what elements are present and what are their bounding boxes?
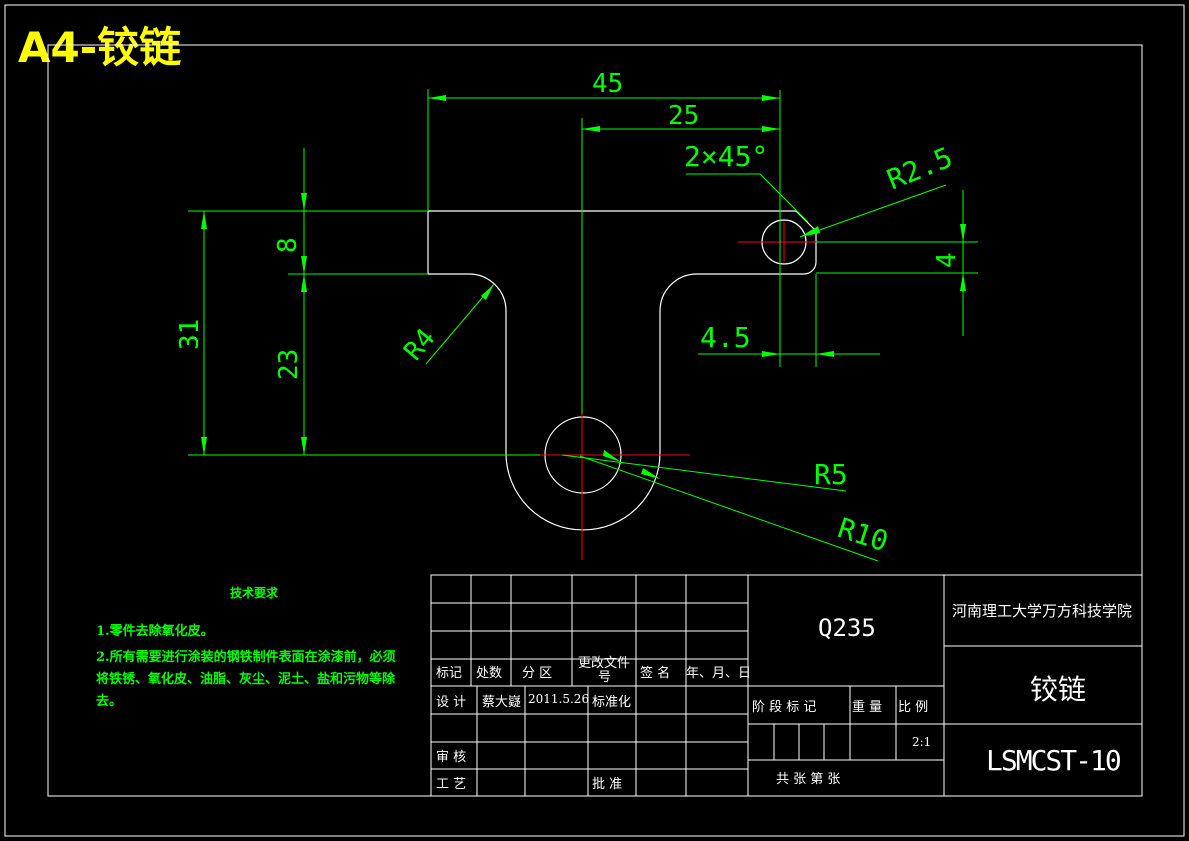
dim-25: 25 <box>668 101 699 131</box>
tb-zone: 分 区 <box>522 666 553 681</box>
tb-design: 设 计 <box>436 695 467 710</box>
tb-design-date: 2011.5.26 <box>528 692 590 706</box>
tb-date-col: 年、月、日 <box>686 666 752 681</box>
dim-23: 23 <box>274 349 304 380</box>
tech-requirement-2c: 去。 <box>96 694 123 709</box>
dim-r5: R5 <box>814 458 848 491</box>
dim-r2-5: R2.5 <box>882 141 957 197</box>
dimension-lines <box>188 89 978 562</box>
tb-weight: 重 量 <box>852 700 883 715</box>
tb-process: 工 艺 <box>436 777 467 792</box>
dim-r10: R10 <box>834 511 892 558</box>
tb-sign: 签 名 <box>640 666 671 681</box>
outer-border <box>4 4 1185 837</box>
tb-school: 河南理工大学万方科技学院 <box>952 602 1133 620</box>
tb-standardize: 标准化 <box>592 695 632 710</box>
tech-requirement-2b: 将铁锈、氧化皮、油脂、灰尘、泥土、盐和污物等除 <box>96 672 396 687</box>
tb-part-name: 铰链 <box>1030 673 1087 706</box>
dim-31: 31 <box>175 319 205 350</box>
tb-change-doc: 更改文件 <box>578 656 631 671</box>
sheet-label: A4-铰链 <box>18 23 182 72</box>
tech-requirement-2a: 2.所有需要进行涂装的钢铁制件表面在涂漆前，必须 <box>96 650 396 665</box>
tb-review: 审 核 <box>436 750 467 765</box>
dim-4-5: 4.5 <box>700 321 751 354</box>
dimension-texts: 45 25 2×45° R2.5 4 4.5 8 23 31 R4 R5 R10 <box>175 69 962 558</box>
tb-count: 处数 <box>476 666 503 681</box>
tb-material: Q235 <box>818 614 876 642</box>
center-lines <box>540 222 830 560</box>
tb-change-doc-no: 号 <box>598 670 612 685</box>
tb-scale: 2:1 <box>912 735 932 749</box>
tb-drawing-no: LSMCST-10 <box>986 744 1122 777</box>
dim-r4: R4 <box>398 323 441 366</box>
title-block-grid <box>430 574 1143 797</box>
tech-requirements-title: 技术要求 <box>230 586 279 600</box>
dim-8: 8 <box>273 237 303 253</box>
tb-sheets: 共 张 第 张 <box>776 772 841 787</box>
tb-scale-label: 比 例 <box>898 700 929 715</box>
dim-45: 45 <box>592 69 623 99</box>
dim-4: 4 <box>932 252 962 268</box>
tech-requirement-1: 1.零件去除氧化皮。 <box>96 624 214 639</box>
tb-mark: 标记 <box>436 666 463 681</box>
part-outline <box>427 210 817 531</box>
dimension-arrows <box>201 95 966 479</box>
tb-stage-mark: 阶 段 标 记 <box>752 700 817 715</box>
tb-approve: 批 准 <box>592 777 623 792</box>
dim-chamfer: 2×45° <box>684 140 768 173</box>
tb-designer: 蔡大嶷 <box>482 695 522 710</box>
